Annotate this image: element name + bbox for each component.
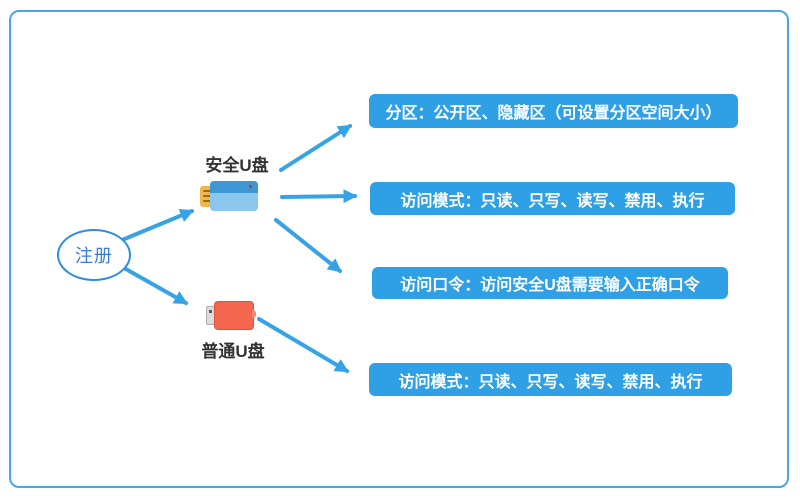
usb-led-icon [249,185,252,188]
feature-box-access-mode-normal-text: 访问模式：只读、只写、读写、禁用、执行 [398,373,703,391]
feature-box-access-password: 访问口令：访问安全U盘需要输入正确口令 [372,267,728,299]
register-node-label: 注册 [75,246,113,266]
usb-drive-red-icon [214,301,254,330]
register-node: 注册 [57,229,131,281]
feature-box-access-mode-secure: 访问模式：只读、只写、读写、禁用、执行 [370,182,735,215]
feature-box-partition: 分区：公开区、隐藏区（可设置分区空间大小） [369,94,738,128]
normal-usb-label: 普通U盘 [201,342,265,361]
feature-box-access-mode-normal: 访问模式：只读、只写、读写、禁用、执行 [369,363,732,396]
secure-usb-label: 安全U盘 [205,156,269,175]
diagram-border [9,10,789,488]
feature-box-partition-text: 分区：公开区、隐藏区（可设置分区空间大小） [385,105,722,122]
feature-box-access-mode-secure-text: 访问模式：只读、只写、读写、禁用、执行 [400,192,705,210]
connector-stripe [203,190,211,192]
feature-box-access-password-text: 访问口令：访问安全U盘需要输入正确口令 [400,277,700,294]
usb-drive-blue-icon [210,181,258,211]
connector-hole [209,310,212,313]
connector-stripe [203,200,211,202]
connector-stripe [203,195,211,197]
usb-drive-blue-cap [210,181,258,193]
usb-drive-red-tab [252,310,256,318]
